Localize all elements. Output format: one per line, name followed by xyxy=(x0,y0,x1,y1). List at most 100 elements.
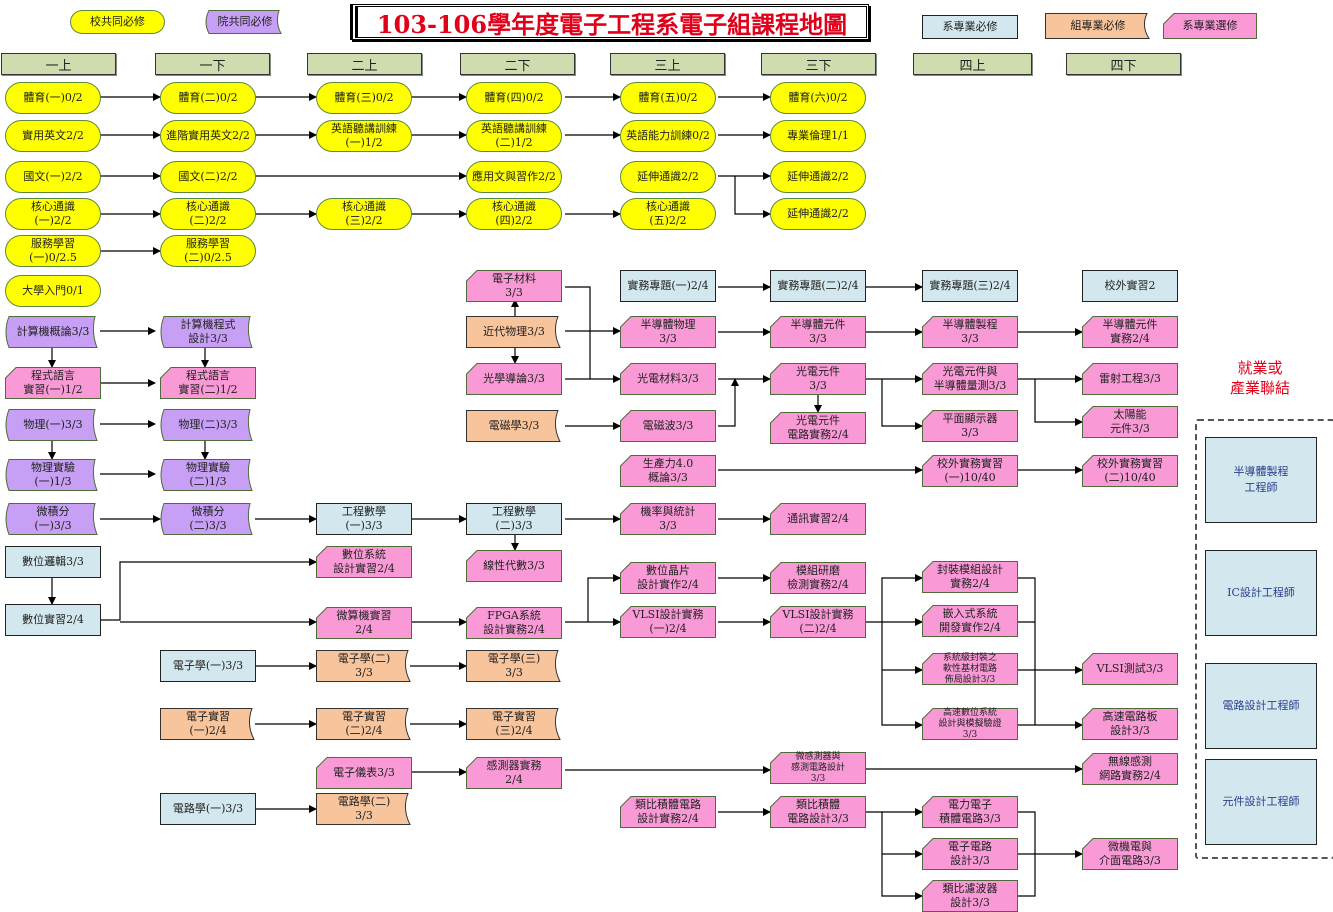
pink-shape xyxy=(1082,838,1178,870)
pink-shape xyxy=(466,270,562,302)
prerequisite-arrow xyxy=(881,379,923,430)
semester-header: 三上 xyxy=(610,53,725,75)
course-pl2: 程式語言 實習(二)1/2 xyxy=(160,367,256,399)
prerequisite-arrow xyxy=(587,574,621,622)
course-ci2-label: 電路學(二) 3/3 xyxy=(337,795,391,822)
course-en3-label: 英語聽講訓練 (一)1/2 xyxy=(331,122,397,149)
pink-shape xyxy=(922,410,1018,442)
yellow-shape xyxy=(620,161,716,193)
orange-shape xyxy=(466,316,561,348)
course-pe2-label: 體育(二)0/2 xyxy=(178,91,238,104)
prerequisite-arrow xyxy=(1018,577,1036,725)
course-hsd: 高速數位系統 設計與模擬驗證 3/3 xyxy=(922,708,1018,740)
yellow-shape xyxy=(316,198,412,230)
course-pj2: 實務專題(二)2/4 xyxy=(770,270,866,302)
course-sv1-label: 服務學習 (一)0/2.5 xyxy=(29,237,77,264)
course-sip: 系統級封裝之 軟性基材電路 佈局設計3/3 xyxy=(922,653,1018,685)
pink-shape xyxy=(316,546,412,578)
course-ip1-label: 校外實務實習 (一)10/40 xyxy=(937,457,1003,484)
course-co3-label: 核心通識 (三)2/2 xyxy=(342,200,386,227)
course-sc4: 半導體元件 實務2/4 xyxy=(1082,316,1178,348)
course-sens-label: 感測器實務 2/4 xyxy=(486,759,542,786)
course-grind: 模組研磨 檢測實務2/4 xyxy=(770,562,866,594)
prerequisite-arrow xyxy=(100,558,317,621)
course-solar: 太陽能 元件3/3 xyxy=(1082,406,1178,438)
purple-shape xyxy=(5,503,98,535)
course-comm: 通訊實習2/4 xyxy=(770,503,866,535)
course-la-label: 線性代數3/3 xyxy=(483,559,545,572)
orange-shape xyxy=(466,410,561,442)
career-job: 元件設計工程師 xyxy=(1205,759,1317,845)
course-inst-label: 電子儀表3/3 xyxy=(333,766,395,779)
course-pcb-label: 高速電路板 設計3/3 xyxy=(1102,710,1158,737)
course-emag: 電磁學3/3 xyxy=(466,410,562,442)
course-em1: 工程數學 (一)3/3 xyxy=(316,503,412,535)
semester-header: 四上 xyxy=(913,53,1032,75)
pink-shape xyxy=(770,316,866,348)
course-el1: 電子學(一)3/3 xyxy=(160,650,256,682)
yellow-shape xyxy=(5,82,101,114)
pink-shape xyxy=(620,410,716,442)
course-msen: 微感測器與 感測電路設計 3/3 xyxy=(770,752,866,784)
course-co2-label: 核心通識 (二)2/2 xyxy=(186,200,230,227)
pink-shape xyxy=(1082,455,1178,487)
legend-yellow: 校共同必修 xyxy=(70,10,165,34)
course-mcu: 微算機實習 2/4 xyxy=(316,607,412,639)
course-filt-label: 類比濾波器 設計3/3 xyxy=(942,882,998,909)
yellow-shape xyxy=(466,120,562,152)
course-mph: 近代物理3/3 xyxy=(466,316,562,348)
yellow-shape xyxy=(770,198,866,230)
blue-shape xyxy=(160,650,256,682)
orange-shape xyxy=(316,793,411,825)
course-oe3-label: 光電元件與 半導體量測3/3 xyxy=(933,365,1007,392)
course-ex1: 延伸通識2/2 xyxy=(620,161,716,193)
course-aic-label: 類比積體 電路設計3/3 xyxy=(787,798,849,825)
pink-shape xyxy=(922,561,1018,593)
course-wsn-label: 無線感測 網路實務2/4 xyxy=(1099,755,1161,782)
course-mcu-label: 微算機實習 2/4 xyxy=(336,609,392,636)
course-px2: 物理實驗 (二)1/3 xyxy=(160,459,256,491)
course-mems: 微機電與 介面電路3/3 xyxy=(1082,838,1178,870)
course-ex2: 延伸通識2/2 xyxy=(770,161,866,193)
course-aic: 類比積體 電路設計3/3 xyxy=(770,796,866,828)
purple-shape xyxy=(160,503,253,535)
prerequisite-arrow xyxy=(865,574,923,623)
legend-purple: 院共同必修 xyxy=(205,10,285,34)
yellow-shape xyxy=(770,120,866,152)
orange-shape xyxy=(316,650,411,682)
pink-shape xyxy=(620,796,716,828)
prerequisite-arrow xyxy=(881,622,923,729)
orange-shape xyxy=(466,708,561,740)
course-sc3: 半導體製程 3/3 xyxy=(922,316,1018,348)
blue-shape xyxy=(620,270,716,302)
course-cs1-label: 計算機概論3/3 xyxy=(16,325,90,338)
yellow-shape xyxy=(160,161,256,193)
legend-purple-label: 院共同必修 xyxy=(217,15,273,28)
course-ph2-label: 物理(二)3/3 xyxy=(178,418,238,431)
course-co1: 核心通識 (一)2/2 xyxy=(5,198,101,230)
course-emw: 電磁波3/3 xyxy=(620,410,716,442)
pink-shape xyxy=(922,838,1018,870)
course-cs2-label: 計算機程式 設計3/3 xyxy=(180,318,236,345)
semester-header: 二下 xyxy=(460,53,575,75)
course-chip-label: 數位晶片 設計實作2/4 xyxy=(637,564,699,591)
course-ecd: 電子電路 設計3/3 xyxy=(922,838,1018,870)
blue-shape xyxy=(922,15,1018,39)
blue-shape xyxy=(316,503,412,535)
page-title: 103-106學年度電子工程系電子組課程地圖 xyxy=(350,4,869,40)
course-pe5-label: 體育(五)0/2 xyxy=(638,91,698,104)
yellow-shape xyxy=(5,235,101,267)
course-pe3-label: 體育(三)0/2 xyxy=(334,91,394,104)
blue-shape xyxy=(770,270,866,302)
course-aicp-label: 類比積體電路 設計實務2/4 xyxy=(635,798,701,825)
blue-shape xyxy=(466,503,562,535)
semester-header: 一上 xyxy=(1,53,116,75)
course-ca2-label: 微積分 (二)3/3 xyxy=(189,505,227,532)
course-msen-label: 微感測器與 感測電路設計 3/3 xyxy=(790,751,845,784)
legend-pink: 系專業選修 xyxy=(1163,13,1257,39)
course-en3: 英語聽講訓練 (一)1/2 xyxy=(316,120,412,152)
course-solar-label: 太陽能 元件3/3 xyxy=(1110,408,1150,435)
pink-shape xyxy=(620,606,716,638)
prerequisite-arrow xyxy=(718,378,739,427)
course-sc1-label: 半導體物理 3/3 xyxy=(640,318,696,345)
